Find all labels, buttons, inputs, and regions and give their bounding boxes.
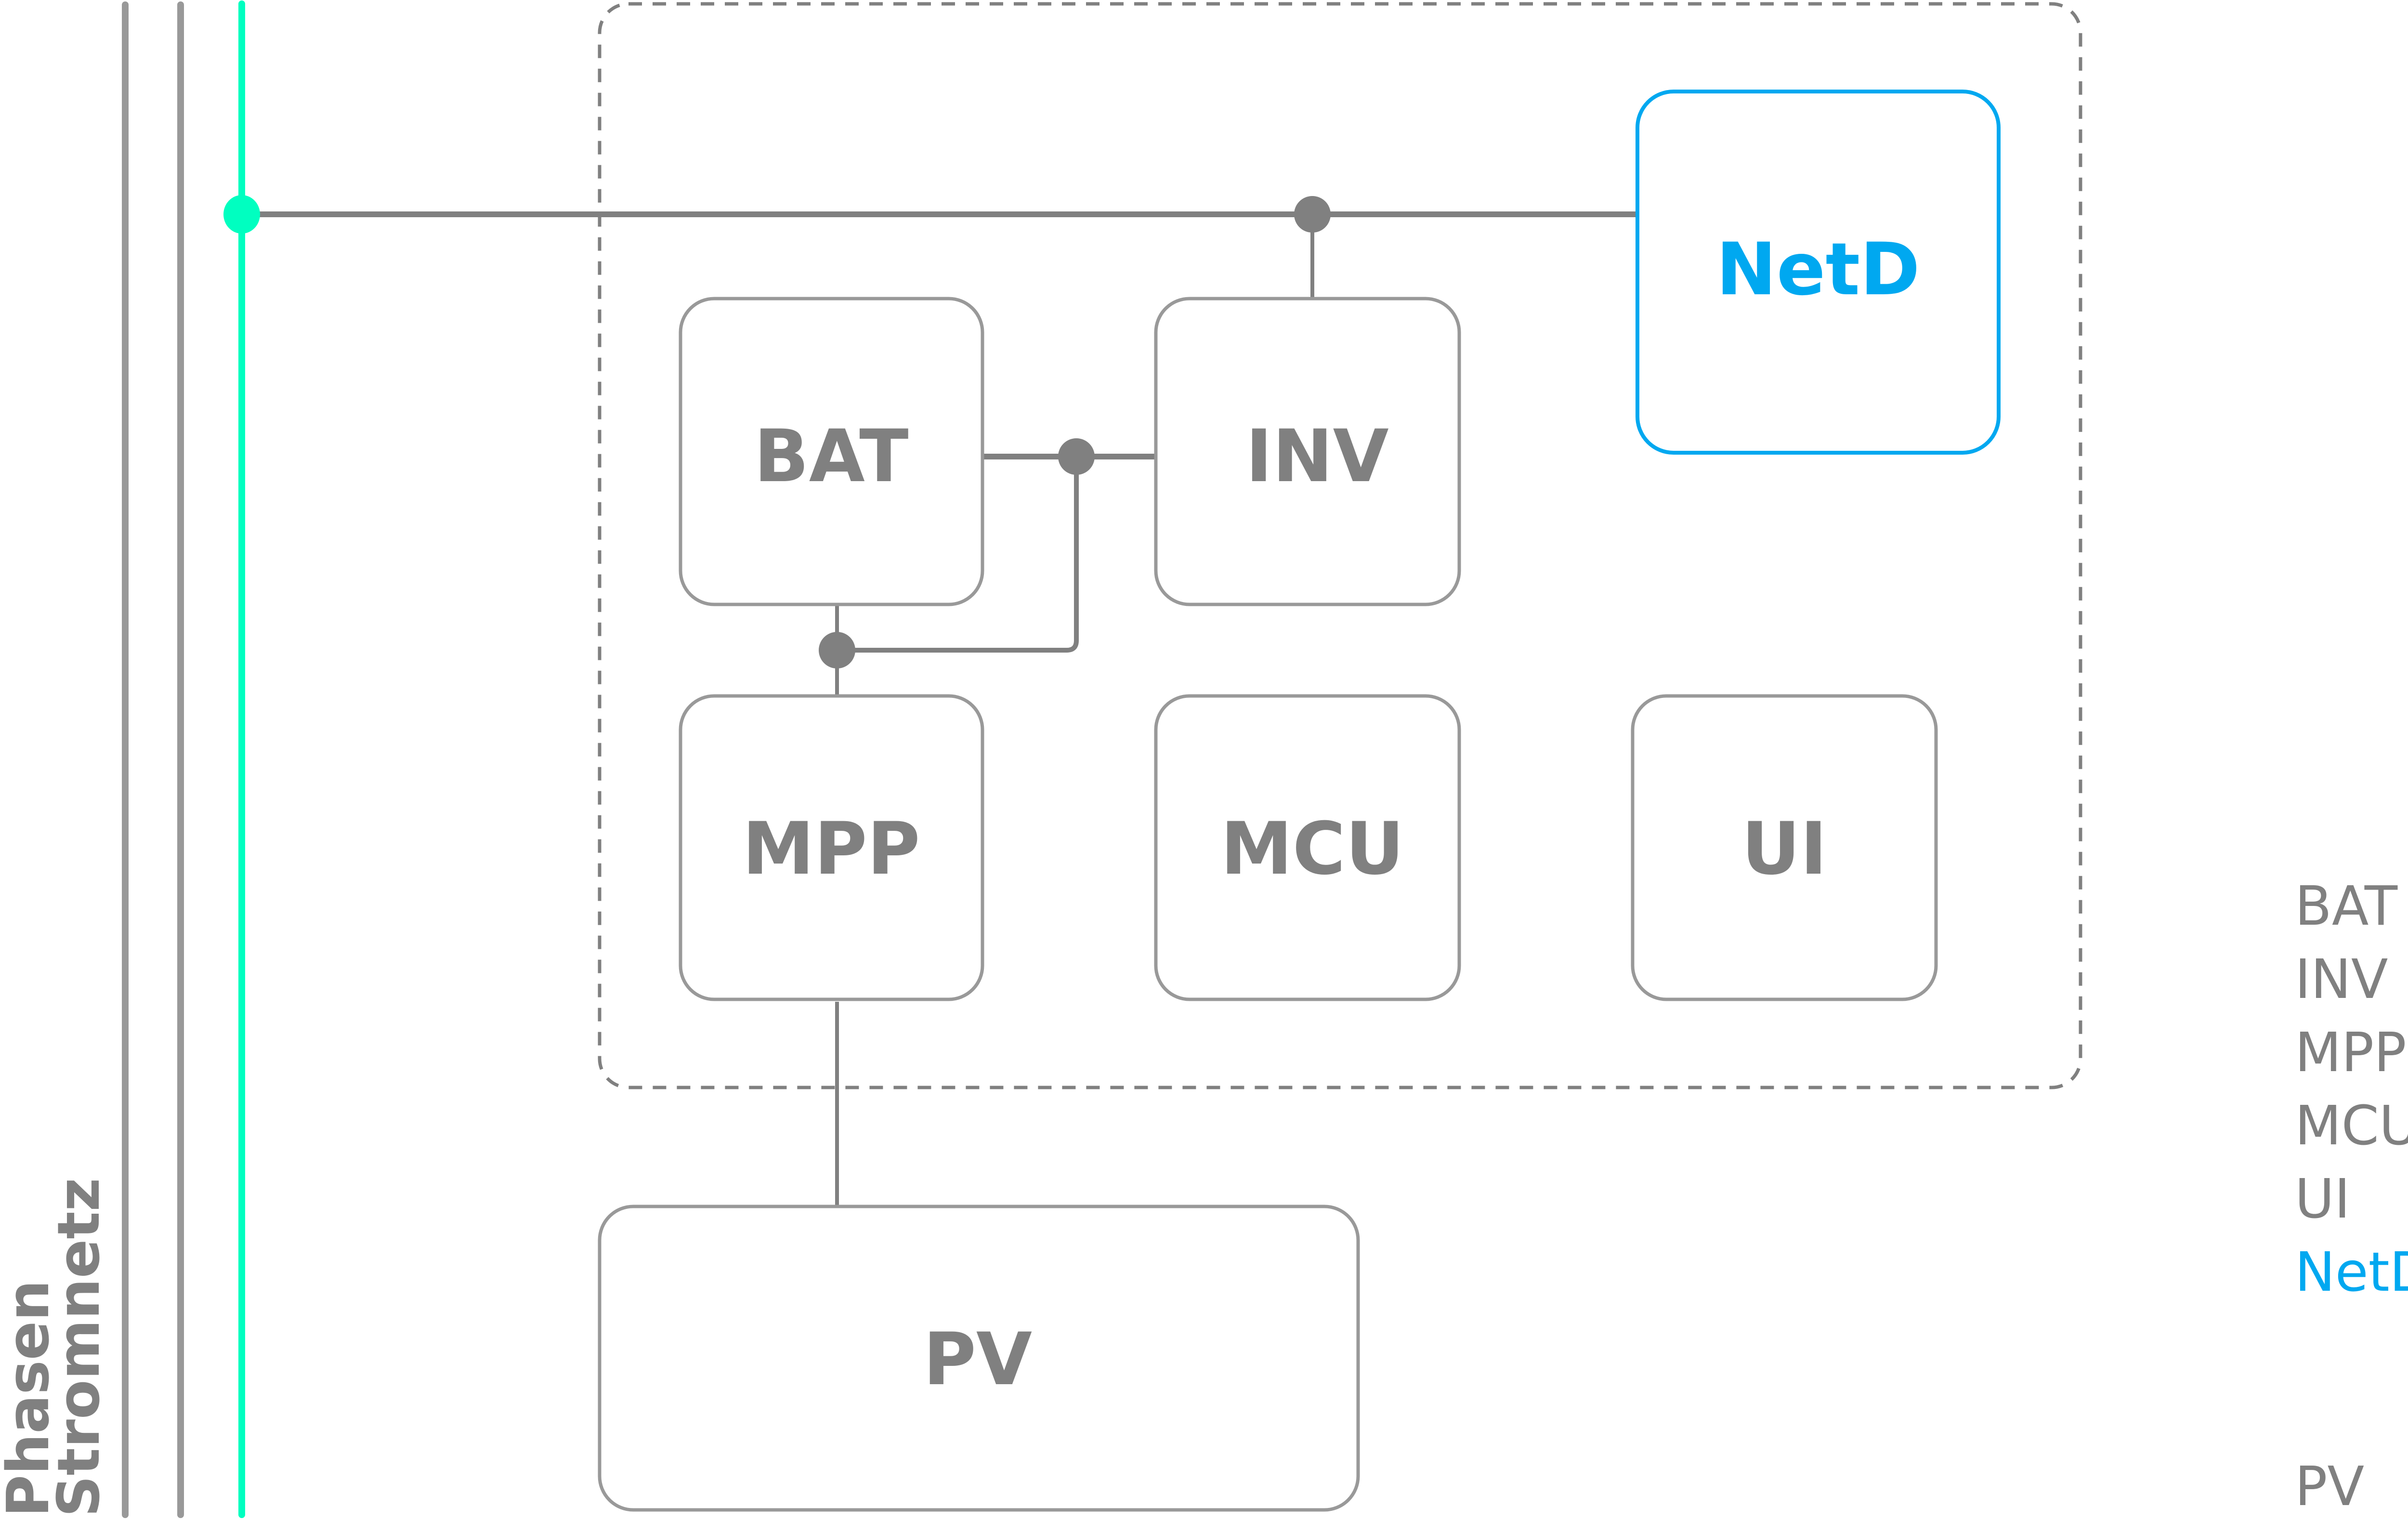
legend: BAT Akku INV Wechselrichter MPP MPP-Trac… [2295,875,2408,1518]
legend-abbr: UI [2295,1168,2350,1231]
legend-abbr: MPP [2295,1022,2407,1084]
block-pv-label: PV [923,1318,1032,1402]
legend-abbr-highlight: NetD [2295,1241,2408,1304]
legend-abbr: BAT [2295,875,2398,938]
block-pv: PV [598,1205,1360,1512]
block-bat: BAT [679,297,984,606]
block-mcu-label: MCU [1220,807,1404,891]
dc-link-path [838,457,1079,653]
block-bat-label: BAT [754,415,908,498]
block-netd-label: NetD [1716,228,1920,312]
rail-label-stromnetz: Stromnetz [46,1178,113,1517]
block-mcu: MCU [1154,694,1461,1001]
legend-abbr: INV [2295,948,2388,1011]
rail-label-phasen: Phasen [0,1280,62,1517]
device-enclosure [598,2,2082,1089]
grid-junction-dot [223,195,260,234]
block-mpp-label: MPP [742,807,920,891]
block-inv: INV [1154,297,1461,606]
bus-junction-dot [1294,196,1331,233]
block-ui-label: UI [1741,807,1827,891]
legend-abbr: MCU [2295,1095,2408,1157]
block-mpp: MPP [679,694,984,1001]
block-netd: NetD [1636,90,2001,455]
bat-mpp-junction-dot [819,632,855,668]
bat-inv-junction-dot [1058,438,1095,475]
block-inv-label: INV [1245,415,1388,498]
block-ui: UI [1631,694,1938,1001]
legend-abbr: PV [2295,1455,2364,1518]
